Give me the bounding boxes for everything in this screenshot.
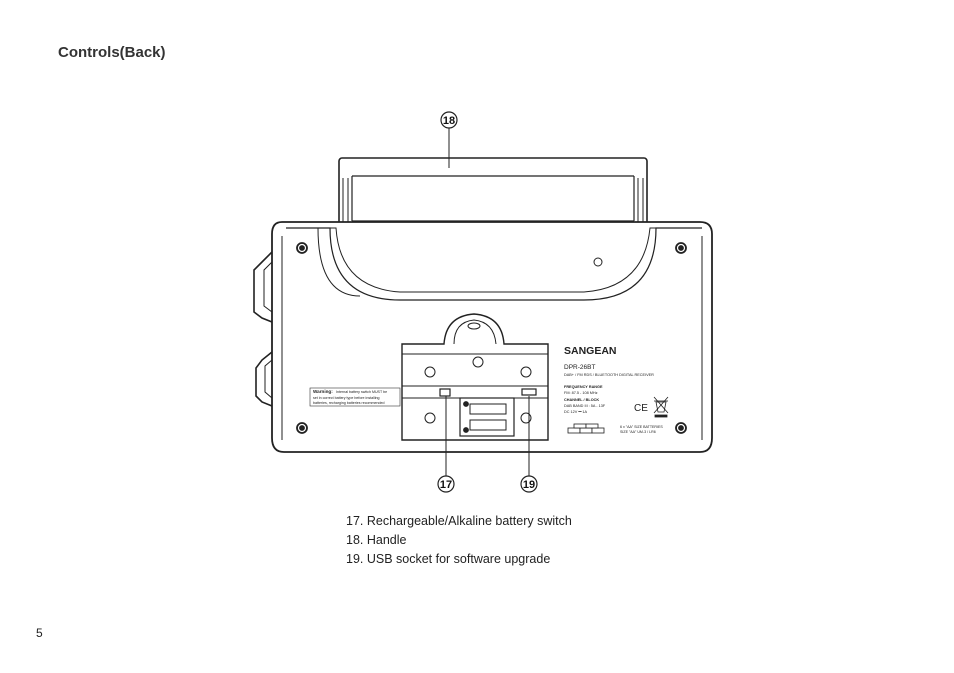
svg-text:CHANNEL / BLOCK: CHANNEL / BLOCK xyxy=(564,398,599,402)
svg-text:17: 17 xyxy=(440,479,452,491)
svg-text:FM: 87.5 - 108 MHz: FM: 87.5 - 108 MHz xyxy=(564,391,598,395)
ce-mark: CE xyxy=(634,403,648,414)
svg-text:6 x "AA" SIZE BATTERIES: 6 x "AA" SIZE BATTERIES xyxy=(620,425,663,429)
callout-leaders xyxy=(445,128,530,476)
svg-text:Warning:: Warning: xyxy=(313,389,333,394)
battery-polarity-diagram xyxy=(567,423,605,434)
svg-text:DC 12V ⎓ 1A: DC 12V ⎓ 1A xyxy=(564,410,588,414)
legend-item: 19. USB socket for software upgrade xyxy=(346,552,551,566)
svg-text:set in correct battery type be: set in correct battery type before insta… xyxy=(313,396,380,400)
legend-item: 17. Rechargeable/Alkaline battery switch xyxy=(346,514,572,528)
warning-label: Warning: Internal battery switch MUST be… xyxy=(309,387,401,407)
weee-bin-icon xyxy=(653,396,669,418)
svg-text:FREQUENCY RANGE: FREQUENCY RANGE xyxy=(564,385,603,389)
svg-text:Internal battery switch MUST b: Internal battery switch MUST be xyxy=(336,390,387,394)
svg-text:DAB+ / FM RDS / BLUETOOTH DIGI: DAB+ / FM RDS / BLUETOOTH DIGITAL RECEIV… xyxy=(564,373,654,377)
legend-item: 18. Handle xyxy=(346,533,407,547)
page-title: Controls(Back) xyxy=(58,44,166,61)
brand-logo: SANGEAN xyxy=(564,345,617,357)
callout-18: 18 xyxy=(440,111,458,129)
controls-legend: 17. Rechargeable/Alkaline battery switch… xyxy=(346,512,572,569)
battery-switch xyxy=(439,388,451,397)
svg-text:19: 19 xyxy=(523,479,535,491)
product-label: SANGEAN DPR-26BT DAB+ / FM RDS / BLUETOO… xyxy=(564,345,669,434)
device-body xyxy=(253,221,713,453)
svg-text:SIZE "AA" UM-3 / LR6: SIZE "AA" UM-3 / LR6 xyxy=(620,430,656,434)
callout-17: 17 xyxy=(437,475,455,493)
svg-text:DPR-26BT: DPR-26BT xyxy=(564,364,595,371)
svg-text:batteries, recharging batterie: batteries, recharging batteries recommen… xyxy=(313,401,385,405)
usb-socket xyxy=(521,388,537,396)
svg-text:DAB BAND III : 5A - 13F: DAB BAND III : 5A - 13F xyxy=(564,404,606,408)
callout-19: 19 xyxy=(520,475,538,493)
svg-text:18: 18 xyxy=(443,115,455,127)
page-number: 5 xyxy=(36,626,43,640)
